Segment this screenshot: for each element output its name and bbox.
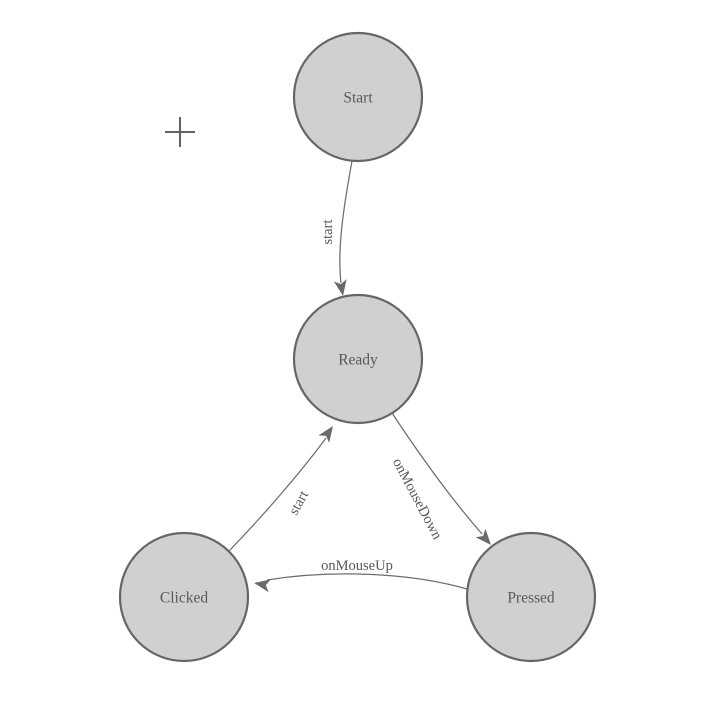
node-circle-pressed[interactable] (465, 531, 597, 663)
edge-path-pressed-to-clicked[interactable] (266, 573, 468, 590)
node-start[interactable]: Start (292, 31, 424, 163)
edge-start-to-ready[interactable]: start (320, 160, 353, 297)
node-label-ready: Ready (338, 352, 378, 369)
node-pressed[interactable]: Pressed (465, 531, 597, 663)
arrowhead-ready-to-pressed (475, 528, 491, 545)
edge-label-ready-to-pressed: onMouseDown (389, 456, 445, 543)
edge-label-start-to-ready: start (320, 220, 336, 245)
edge-label-pressed-to-clicked: onMouseUp (321, 558, 393, 574)
edge-path-clicked-to-ready[interactable] (227, 437, 327, 553)
node-label-clicked: Clicked (160, 590, 208, 607)
node-clicked[interactable]: Clicked (118, 531, 250, 663)
node-circle-ready[interactable] (292, 293, 424, 425)
edge-ready-to-pressed[interactable]: onMouseDown (389, 412, 496, 549)
node-label-start: Start (343, 90, 373, 107)
edge-path-start-to-ready[interactable] (339, 160, 353, 284)
arrowhead-pressed-to-clicked (254, 579, 271, 593)
edge-label-clicked-to-ready: start (286, 488, 312, 518)
nodes-layer: Start Ready Clicked Pressed (118, 31, 597, 663)
crosshair-icon (165, 117, 195, 147)
node-label-pressed: Pressed (507, 590, 555, 607)
edge-path-ready-to-pressed[interactable] (391, 412, 483, 535)
node-circle-start[interactable] (292, 31, 424, 163)
arrowhead-start-to-ready (333, 279, 347, 296)
node-circle-clicked[interactable] (118, 531, 250, 663)
arrowhead-clicked-to-ready (318, 426, 333, 443)
node-ready[interactable]: Ready (292, 293, 424, 425)
edge-pressed-to-clicked[interactable]: onMouseUp (253, 558, 468, 593)
edge-clicked-to-ready[interactable]: start (227, 422, 338, 553)
